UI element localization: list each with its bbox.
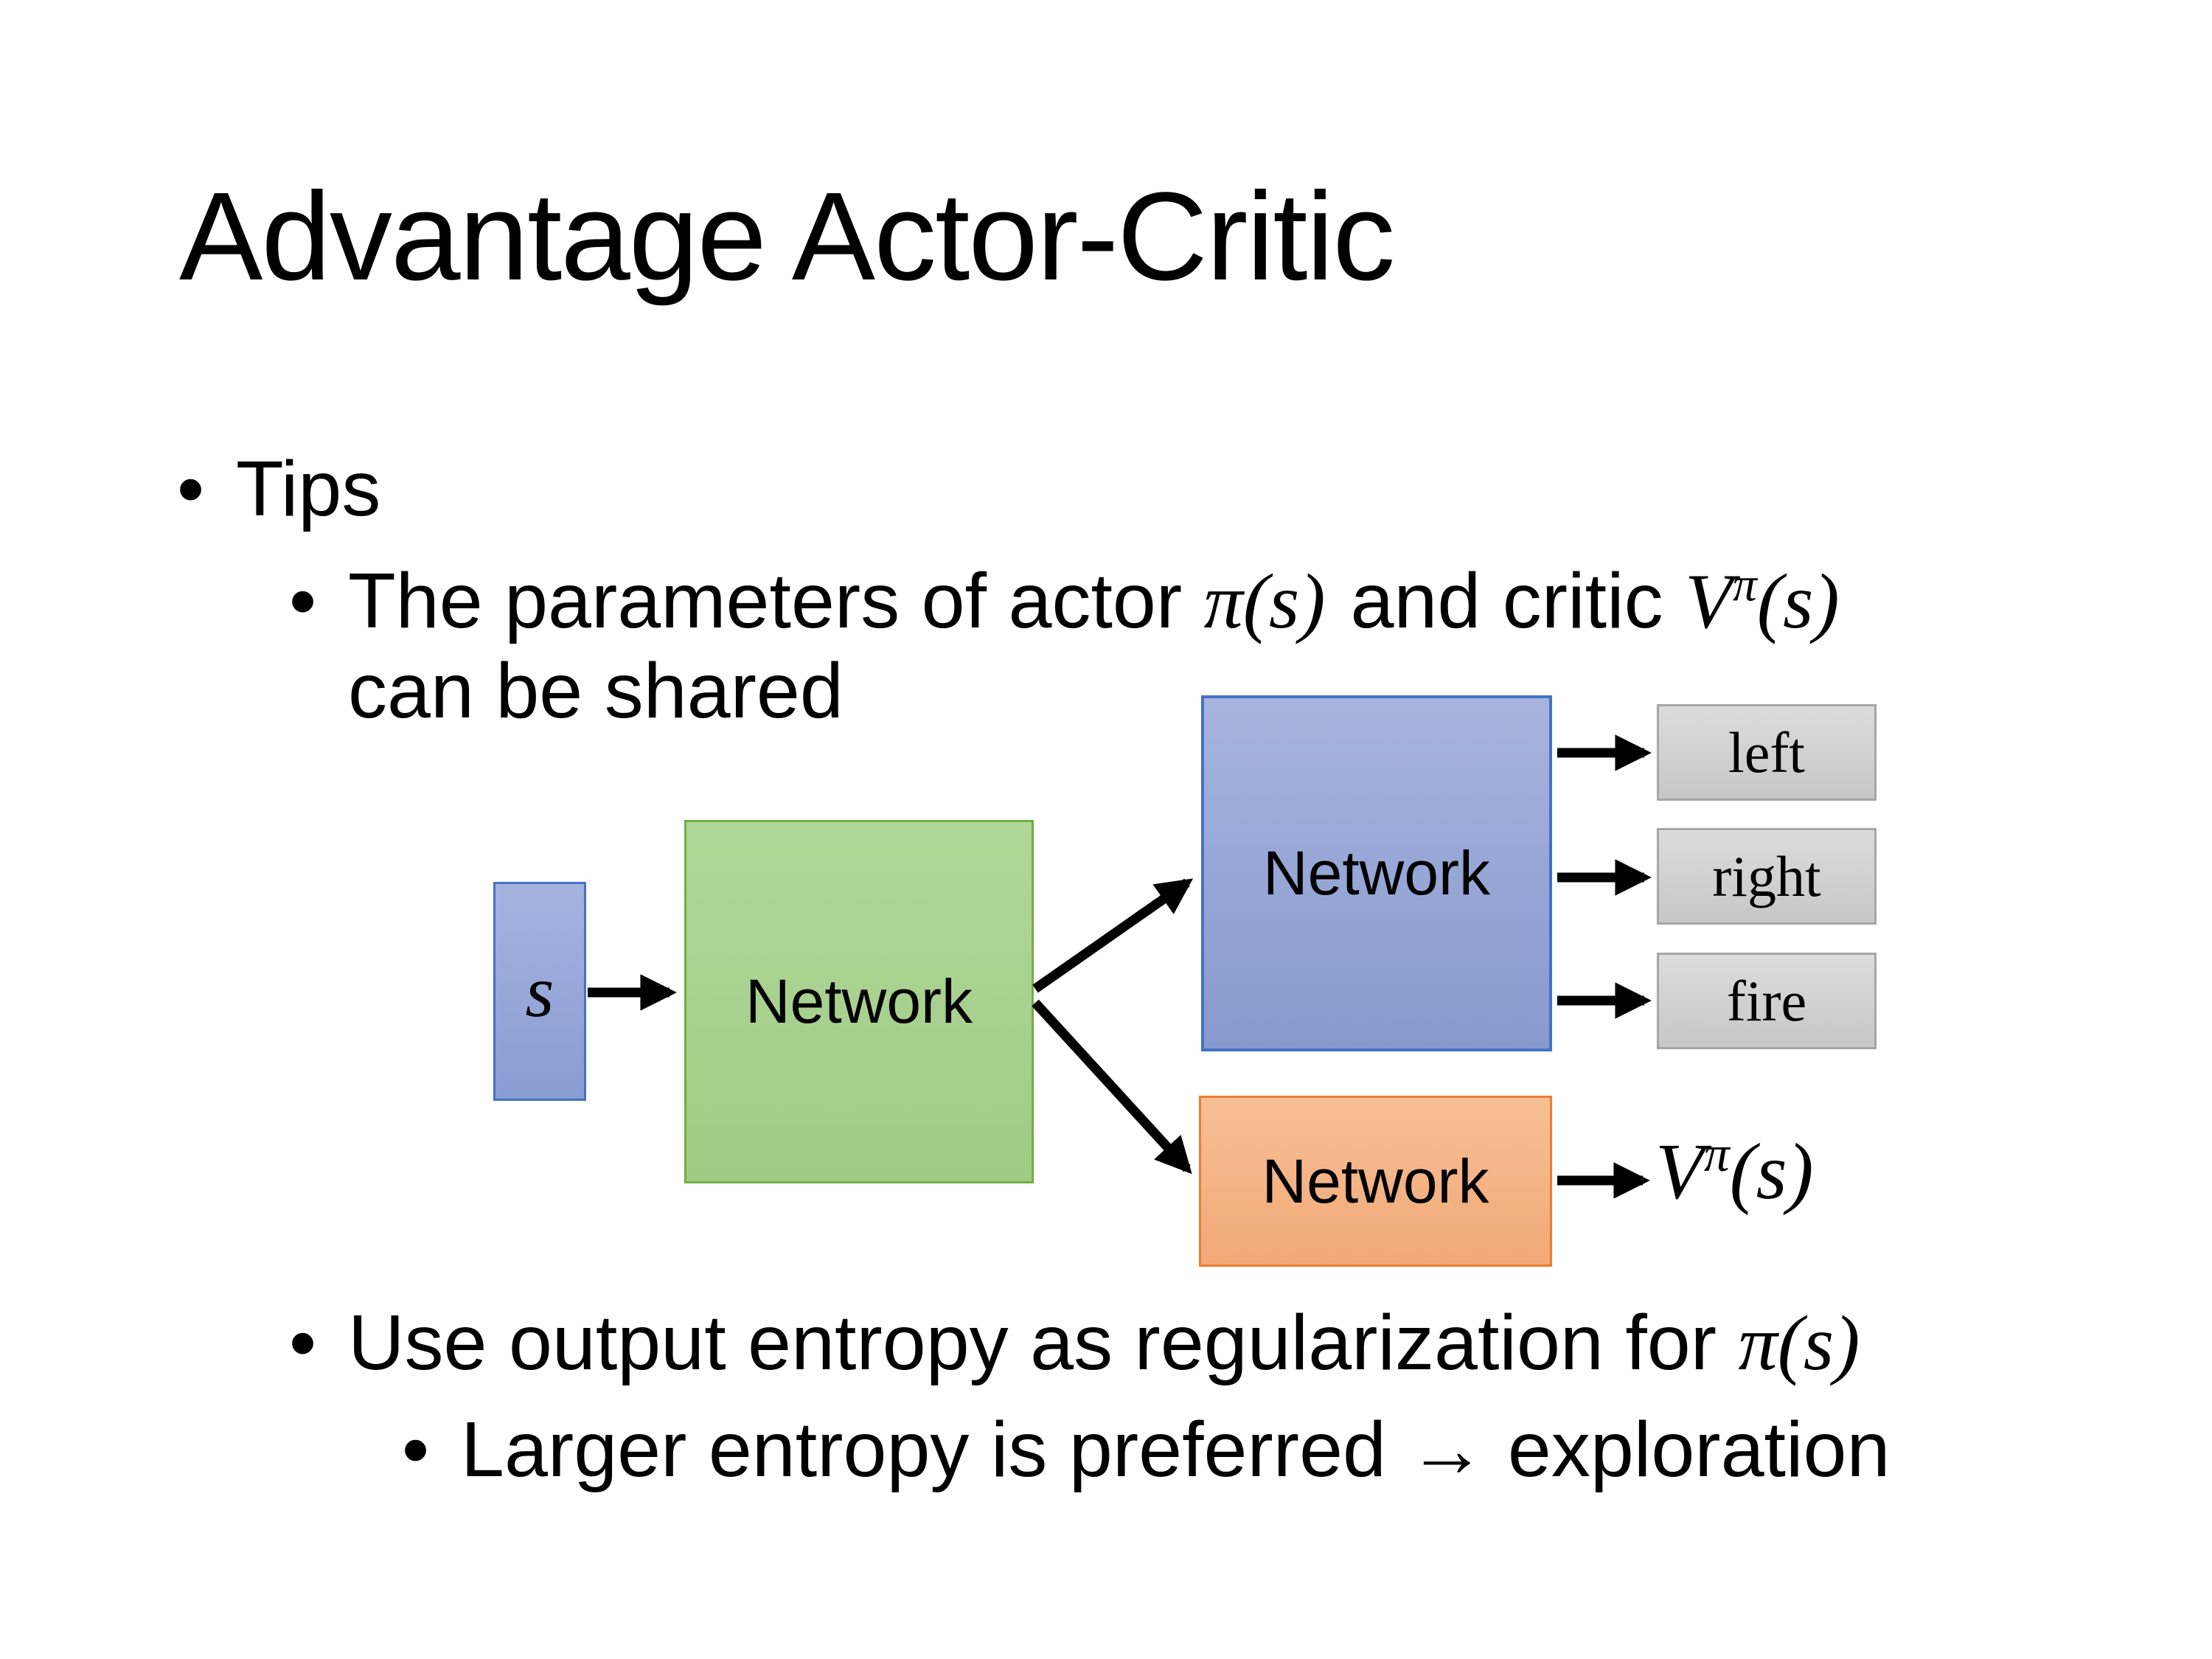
shared-network-label: Network (745, 967, 973, 1036)
arrow-shared-to-actor (1032, 878, 1194, 993)
param-mid: and critic (1350, 557, 1686, 644)
critic-network-label: Network (1262, 1146, 1489, 1216)
slide-title: Advantage Actor-Critic (179, 167, 1395, 307)
param-prefix: The parameters of actor (348, 557, 1204, 644)
critic-v-sup: π (1732, 557, 1757, 612)
actor-network-box: Network (1201, 695, 1552, 1051)
action-fire-box: fire (1657, 953, 1877, 1049)
bullet-shared-parameters: • The parameters of actor π(s) and critic… (289, 557, 2132, 736)
action-left-label: left (1728, 720, 1805, 785)
bullet-dot: • (289, 1299, 317, 1386)
bullet-exploration-label: Larger entropy is preferred → exploratio… (461, 1406, 1891, 1493)
actor-pi-formula: π(s) (1203, 558, 1326, 644)
critic-v: V (1685, 558, 1733, 644)
bullet-shared-parameters-text: The parameters of actor π(s) and critic V… (348, 557, 1840, 736)
critic-output-v: V (1655, 1128, 1704, 1216)
bullet-tips: • Tips (177, 445, 380, 534)
state-input-box: s (493, 882, 586, 1101)
critic-v-formula: Vπ(s) (1685, 558, 1840, 644)
bullet-entropy-text: Use output entropy as regularization for… (348, 1298, 1860, 1388)
reg-prefix: Use output entropy as regularization for (348, 1299, 1739, 1386)
reg-pi-formula: π(s) (1738, 1300, 1860, 1386)
action-right-label: right (1712, 844, 1821, 908)
action-left-box: left (1657, 704, 1877, 801)
actor-network-label: Network (1262, 838, 1491, 908)
critic-v-args: (s) (1756, 558, 1840, 644)
bullet-entropy-regularization: • Use output entropy as regularization f… (289, 1298, 1860, 1388)
critic-network-box: Network (1199, 1096, 1552, 1267)
state-label: s (525, 950, 554, 1032)
critic-output-sup: π (1703, 1125, 1730, 1182)
critic-output-args: (s) (1729, 1128, 1814, 1216)
shared-network-box: Network (684, 820, 1034, 1183)
bullet-dot: • (289, 557, 317, 644)
bullet-dot: • (402, 1406, 430, 1493)
bullet-dot: • (177, 445, 205, 532)
bullet-exploration: • Larger entropy is preferred → explorat… (402, 1405, 1890, 1495)
param-line2: can be shared (348, 647, 844, 734)
arrow-shared-to-critic (1032, 999, 1192, 1175)
critic-output-label: Vπ(s) (1655, 1127, 1814, 1218)
action-right-box: right (1657, 828, 1877, 925)
bullet-tips-label: Tips (236, 445, 381, 532)
action-fire-label: fire (1726, 968, 1807, 1033)
